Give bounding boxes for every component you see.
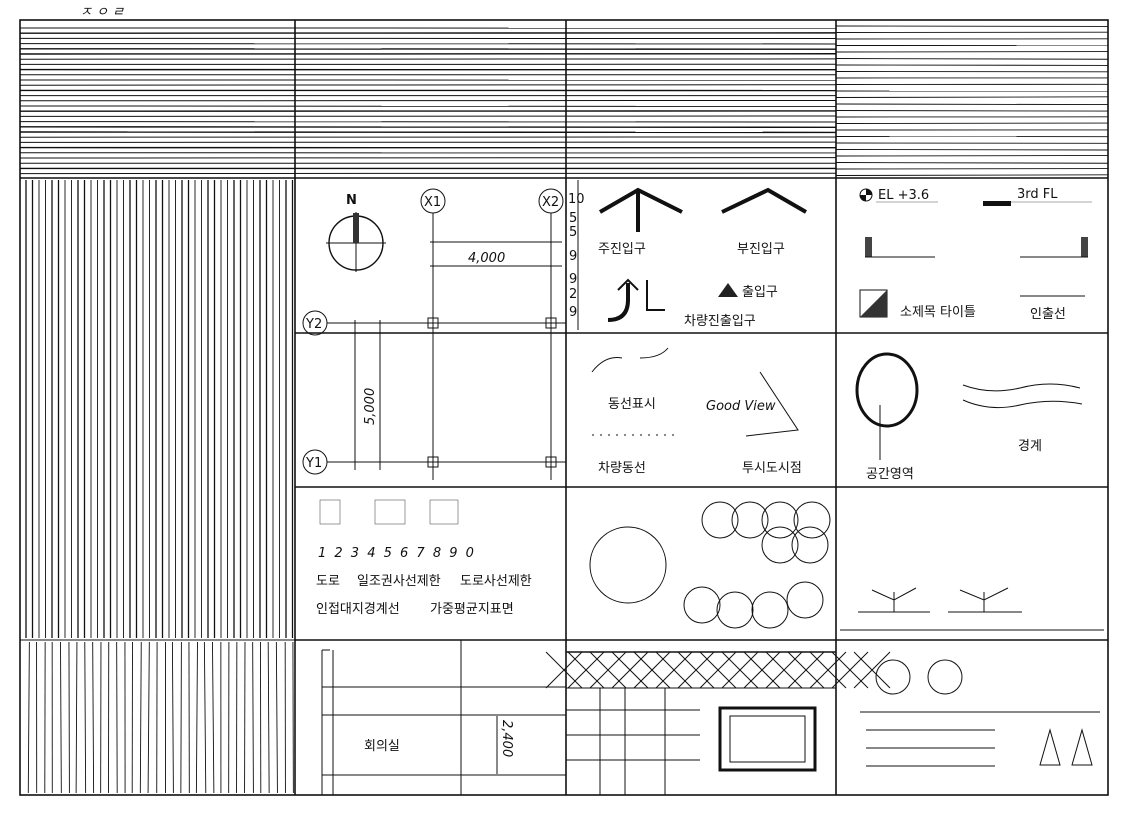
hatch-line (148, 642, 149, 793)
adjacent-boundary-label: 인접대지경계선 (316, 602, 400, 617)
height-9: 9 (569, 249, 577, 264)
zone-symbols: 공간영역 경계 (857, 354, 1082, 482)
hatch-line (836, 59, 1108, 60)
lettering-practice: 1 2 3 4 5 6 7 8 9 0 도로 일조권사선제한 도로사선제한 인접… (316, 500, 532, 617)
hatch-line (212, 642, 213, 793)
hatch-line (204, 642, 205, 793)
hatch-line (253, 642, 254, 793)
pedestrian-flow-label: 동선표시 (608, 397, 656, 412)
vehicle-flow-label: 차량동선 (598, 461, 646, 476)
subtitle-label: 소제목 타이틀 (900, 305, 976, 320)
height-9b: 9 (569, 272, 577, 287)
hatch-line (76, 642, 77, 793)
height-10: 10 (568, 192, 585, 207)
height-5b: 5 (569, 225, 577, 240)
hatch-line (836, 175, 1108, 176)
hatch-line (60, 642, 61, 793)
north-label: N (346, 193, 357, 208)
number-practice: 1 2 3 4 5 6 7 8 9 0 (318, 546, 476, 561)
space-area-label: 공간영역 (866, 467, 914, 482)
hatch-line (836, 163, 1108, 164)
hatch-line (836, 155, 1108, 156)
header-scribble: ㅈ ㅇ ㄹ (80, 5, 124, 20)
height-9c: 9 (569, 305, 577, 320)
elevation-label: EL +3.6 (878, 188, 929, 203)
weighted-ground-label: 가중평균지표면 (430, 602, 514, 617)
height-5: 5 (569, 211, 577, 226)
hatch-line (28, 642, 29, 793)
perspective-point-label: 투시도시점 (742, 461, 802, 476)
entrance-symbols: 주진입구 부진입구 출입구 차량진출입구 (598, 190, 806, 329)
boundary-label: 경계 (1018, 439, 1042, 454)
hatch-line (276, 642, 277, 793)
hatch-line (181, 642, 182, 793)
grid-x1-label: X1 (424, 195, 441, 210)
letter-height-scale: 10 5 5 9 9 2 9 (568, 192, 585, 320)
hatch-line (117, 642, 118, 793)
floor-label: 3rd FL (1017, 187, 1058, 202)
grid-x2-label: X2 (542, 195, 559, 210)
hatch-line (172, 642, 173, 793)
hatch-line (268, 642, 269, 793)
hatch-line (196, 642, 197, 793)
height-2: 2 (569, 287, 577, 302)
material-patterns (546, 652, 1100, 795)
room-label: 회의실 (364, 739, 400, 754)
sunlight-setback-label: 일조권사선제한 (357, 574, 441, 589)
road-label: 도로 (316, 574, 340, 589)
leader-line-label: 인출선 (1030, 307, 1066, 322)
dimension-5000: 5,000 (363, 388, 378, 425)
dimension-2400: 2,400 (499, 720, 514, 757)
entrance-label: 출입구 (742, 285, 778, 300)
sub-entrance-label: 부진입구 (737, 242, 785, 257)
circulation-symbols: 동선표시 Good View 차량동선 투시도시점 (592, 348, 802, 476)
north-arrow-icon: N (326, 193, 386, 272)
structural-grid-plan: X1 X2 Y2 Y1 4,000 5,000 (303, 180, 578, 480)
hatch-line (140, 642, 141, 793)
hatch-line (836, 150, 1108, 151)
main-entrance-label: 주진입구 (598, 242, 646, 257)
floor-plan (322, 640, 566, 795)
hatch-line (836, 111, 1108, 112)
hatch-line (93, 642, 94, 793)
level-symbols: EL +3.6 3rd FL 소제목 타이틀 인출선 (860, 187, 1092, 322)
hatch-line (836, 104, 1108, 105)
good-view-label: Good View (706, 399, 776, 414)
grid-y2-label: Y2 (305, 317, 322, 332)
dimension-4000: 4,000 (468, 251, 505, 266)
hatch-line (836, 97, 1108, 98)
road-setback-label: 도로사선제한 (460, 574, 532, 589)
tree-symbols (590, 502, 1104, 630)
vehicle-entrance-label: 차량진출입구 (684, 314, 756, 329)
hatch-line (85, 642, 86, 793)
line-practice-hatching (20, 26, 1108, 793)
grid-y1-label: Y1 (305, 456, 322, 471)
